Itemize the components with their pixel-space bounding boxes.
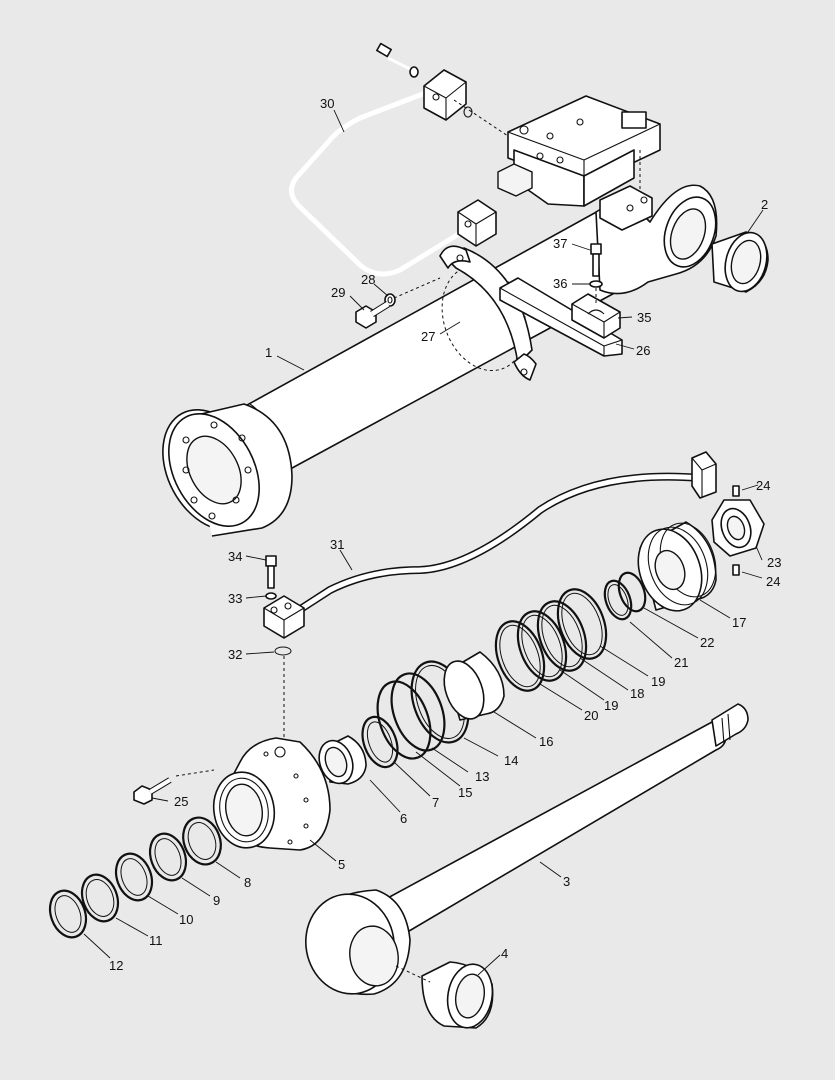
callout-10: 10 <box>179 912 193 927</box>
callout-35: 35 <box>637 310 651 325</box>
callout-5: 5 <box>338 857 345 872</box>
callout-18: 18 <box>630 686 644 701</box>
ring-22 <box>617 571 647 613</box>
callout-17: 17 <box>732 615 746 630</box>
callout-34: 34 <box>228 549 242 564</box>
callout-26: 26 <box>636 343 650 358</box>
callout-21: 21 <box>674 655 688 670</box>
bushing-6 <box>318 735 367 785</box>
callout-7: 7 <box>432 795 439 810</box>
flange-30-top <box>423 69 467 121</box>
callout-20: 20 <box>584 708 598 723</box>
ring-18 <box>536 600 588 672</box>
rod-eye <box>305 889 411 996</box>
bolt-29 <box>355 301 390 329</box>
callout-32: 32 <box>228 647 242 662</box>
callout-3: 3 <box>563 874 570 889</box>
callout-31: 31 <box>330 537 344 552</box>
bolt-34 <box>265 555 277 589</box>
ring-20 <box>494 620 546 692</box>
callout-15: 15 <box>458 785 472 800</box>
callout-2: 2 <box>761 197 768 212</box>
ring-15 <box>376 680 432 760</box>
bushing-2 <box>711 231 769 293</box>
set-screw-24-bottom <box>732 564 740 576</box>
gland-5 <box>212 737 331 851</box>
ring-19b <box>556 588 608 660</box>
flange-31-block <box>263 595 305 639</box>
bolt-30-top <box>376 42 419 78</box>
pipe-30 <box>289 89 464 277</box>
callout-24a: 24 <box>756 478 770 493</box>
washer-28 <box>384 293 396 307</box>
callout-12: 12 <box>109 958 123 973</box>
callout-8: 8 <box>244 875 251 890</box>
piston-17 <box>637 521 717 612</box>
callout-13: 13 <box>475 769 489 784</box>
ring-19a <box>516 610 568 682</box>
washer-33 <box>265 592 277 600</box>
callout-28: 28 <box>361 272 375 287</box>
callout-36: 36 <box>553 276 567 291</box>
o-ring-32 <box>274 646 292 656</box>
seal-9 <box>148 832 188 882</box>
callout-23: 23 <box>767 555 781 570</box>
callout-11: 11 <box>149 933 163 948</box>
bolt-37 <box>589 243 603 288</box>
rod-3 <box>383 703 749 935</box>
bolt-25 <box>133 777 172 805</box>
leader-lines <box>83 109 764 976</box>
seal-11 <box>80 873 120 923</box>
piston-16 <box>443 651 505 721</box>
barrel-head-eye <box>595 184 718 295</box>
nut-23 <box>711 499 765 557</box>
set-screw-24-top <box>732 485 740 497</box>
callout-4: 4 <box>501 946 508 961</box>
callout-22: 22 <box>700 635 714 650</box>
callout-1: 1 <box>265 345 272 360</box>
callout-16: 16 <box>539 734 553 749</box>
callout-19b: 19 <box>604 698 618 713</box>
bracket-26 <box>499 277 623 357</box>
callout-25: 25 <box>174 794 188 809</box>
callout-14: 14 <box>504 753 518 768</box>
callout-6: 6 <box>400 811 407 826</box>
callout-24b: 24 <box>766 574 780 589</box>
seal-8 <box>182 816 222 866</box>
pipe-31 <box>293 472 701 616</box>
callout-33: 33 <box>228 591 242 606</box>
flange-31-end <box>691 451 717 499</box>
seal-12 <box>48 889 88 939</box>
ring-21 <box>603 579 633 621</box>
callout-30: 30 <box>320 96 334 111</box>
valve-block <box>497 95 661 207</box>
callout-27: 27 <box>421 329 435 344</box>
flange-30-bottom <box>457 199 497 247</box>
seal-10 <box>114 852 154 902</box>
callout-9: 9 <box>213 893 220 908</box>
ring-13 <box>390 672 446 752</box>
clamp-35 <box>571 293 621 339</box>
callout-19a: 19 <box>651 674 665 689</box>
callout-labels: 1 2 3 4 5 6 7 8 9 10 11 12 13 14 15 16 1… <box>109 96 781 973</box>
callout-37: 37 <box>553 236 567 251</box>
ring-7 <box>361 715 399 769</box>
bushing-4 <box>421 961 494 1029</box>
callout-29: 29 <box>331 285 345 300</box>
